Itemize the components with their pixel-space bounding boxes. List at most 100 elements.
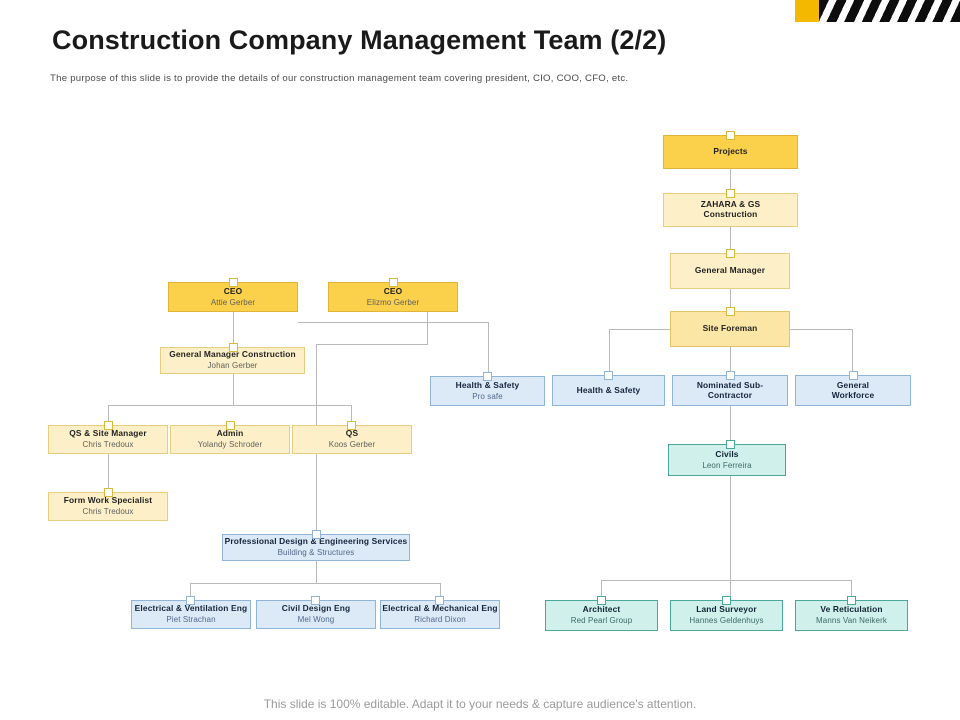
connector-genmanager-foreman <box>730 289 731 311</box>
node-subtitle: Johan Gerber <box>207 361 258 371</box>
node-title: Projects <box>713 146 748 157</box>
node-ceo-elizmo-gerber[interactable]: CEO Elizmo Gerber <box>328 282 458 312</box>
connector-ceo2-h <box>316 344 428 345</box>
node-health-and-safety-right[interactable]: Health & Safety <box>552 375 665 406</box>
node-title-line2: Contractor <box>707 389 753 400</box>
node-subtitle: Leon Ferreira <box>702 460 752 470</box>
connector-zahara-genmanager <box>730 227 731 253</box>
node-title: CEO <box>223 285 243 296</box>
handle-nominated-sub-contractor[interactable] <box>726 371 735 380</box>
handle-professional-design-services[interactable] <box>312 530 321 539</box>
node-ve-reticulation[interactable]: Ve Reticulation Manns Van Neikerk <box>795 600 908 631</box>
connector-profdesign-bus <box>190 583 440 584</box>
node-title-line2: Construction <box>703 209 758 219</box>
node-title: Architect <box>582 604 621 615</box>
node-general-workforce[interactable]: General Workforce <box>795 375 911 406</box>
node-title: Electrical & Mechanical Eng <box>382 603 498 614</box>
connector-profdesign-down <box>316 561 317 583</box>
connector-civils-bus <box>601 580 851 581</box>
node-title: General <box>836 379 870 390</box>
node-title: Civils <box>715 448 739 459</box>
node-subtitle: Yolandy Schroder <box>197 440 263 450</box>
handle-form-work-specialist[interactable] <box>104 488 113 497</box>
handle-health-and-safety-right[interactable] <box>604 371 613 380</box>
handle-health-and-safety-left[interactable] <box>483 372 492 381</box>
node-subtitle: Manns Van Neikerk <box>816 616 887 626</box>
node-subtitle: Piet Strachan <box>166 615 216 625</box>
node-site-foreman[interactable]: Site Foreman <box>670 311 790 347</box>
connector-projects-zahara <box>730 169 731 193</box>
node-zahara-gs-construction[interactable]: ZAHARA & GS Construction <box>663 193 798 227</box>
node-title: Health & Safety <box>455 379 520 390</box>
connector-profdesign-elecvent <box>190 583 191 600</box>
handle-general-manager[interactable] <box>726 249 735 258</box>
handle-qs-and-site-manager[interactable] <box>104 421 113 430</box>
page-subtitle: The purpose of this slide is to provide … <box>50 73 629 84</box>
handle-qs[interactable] <box>347 421 356 430</box>
node-subtitle: Red Pearl Group <box>570 616 633 626</box>
node-title: Site Foreman <box>702 323 758 334</box>
connector-ceo1-hs-v <box>488 322 489 376</box>
node-title: Health & Safety <box>576 384 641 395</box>
connector-profdesign-elecmech <box>440 583 441 600</box>
handle-architect[interactable] <box>597 596 606 605</box>
page-title: Construction Company Management Team (2/… <box>52 25 667 55</box>
connector-civils-veretic <box>851 580 852 600</box>
node-subtitle: Chris Tredoux <box>82 507 134 517</box>
node-subtitle: Richard Dixon <box>414 615 466 625</box>
node-title: ZAHARA & GS <box>700 199 761 210</box>
node-subtitle: Pro safe <box>472 391 503 401</box>
node-projects[interactable]: Projects <box>663 135 798 169</box>
node-title: General Manager <box>694 265 766 276</box>
handle-electrical-ventilation-eng[interactable] <box>186 596 195 605</box>
connector-foreman-down <box>730 347 731 375</box>
node-subtitle: Elizmo Gerber <box>366 297 420 307</box>
handle-site-foreman[interactable] <box>726 307 735 316</box>
node-title: Admin <box>216 428 244 439</box>
handle-civil-design-eng[interactable] <box>311 596 320 605</box>
handle-ceo-elizmo-gerber[interactable] <box>389 278 398 287</box>
handle-electrical-mechanical-eng[interactable] <box>435 596 444 605</box>
handle-ceo-attie-gerber[interactable] <box>229 278 238 287</box>
node-title: Electrical & Ventilation Eng <box>134 603 248 614</box>
handle-civils[interactable] <box>726 440 735 449</box>
handle-land-surveyor[interactable] <box>722 596 731 605</box>
handle-general-workforce[interactable] <box>849 371 858 380</box>
connector-foreman-hs <box>609 329 610 375</box>
handle-ve-reticulation[interactable] <box>847 596 856 605</box>
corner-stripe-decoration <box>795 0 960 22</box>
node-title: General Manager Construction <box>169 349 296 360</box>
connector-qssite-formwork <box>108 454 109 492</box>
node-architect[interactable]: Architect Red Pearl Group <box>545 600 658 631</box>
connector-ceo2-down <box>427 312 428 345</box>
node-title: QS & Site Manager <box>69 428 147 439</box>
handle-general-manager-construction[interactable] <box>229 343 238 352</box>
connector-civils-architect <box>601 580 602 600</box>
node-subtitle: Mel Wong <box>297 615 335 625</box>
connector-gmc-down <box>233 374 234 406</box>
diagonal-stripes <box>819 0 960 22</box>
node-nominated-sub-contractor[interactable]: Nominated Sub- Contractor <box>672 375 788 406</box>
node-subtitle: Chris Tredoux <box>82 440 134 450</box>
node-title-line2: Workforce <box>831 389 875 400</box>
connector-foreman-workforce <box>852 329 853 375</box>
node-title: Civil Design Eng <box>281 603 351 614</box>
connector-ceo1-hs-h1 <box>298 322 488 323</box>
connector-civils-down <box>730 476 731 598</box>
node-professional-design-services[interactable]: Professional Design & Engineering Servic… <box>222 534 410 561</box>
node-ceo-attie-gerber[interactable]: CEO Attie Gerber <box>168 282 298 312</box>
node-subtitle: Koos Gerber <box>328 440 376 450</box>
org-chart: Projects ZAHARA & GS Construction Genera… <box>48 131 911 631</box>
node-title: Land Surveyor <box>696 604 757 615</box>
node-subtitle: Attie Gerber <box>210 297 256 307</box>
node-title: QS <box>345 428 359 439</box>
node-general-manager[interactable]: General Manager <box>670 253 790 289</box>
handle-zahara-gs-construction[interactable] <box>726 189 735 198</box>
handle-admin[interactable] <box>226 421 235 430</box>
node-title: Ve Reticulation <box>820 604 883 615</box>
node-title: Form Work Specialist <box>63 495 153 506</box>
node-title: CEO <box>383 285 403 296</box>
node-civils[interactable]: Civils Leon Ferreira <box>668 444 786 476</box>
connector-gmc-qssite <box>108 405 109 425</box>
handle-projects[interactable] <box>726 131 735 140</box>
